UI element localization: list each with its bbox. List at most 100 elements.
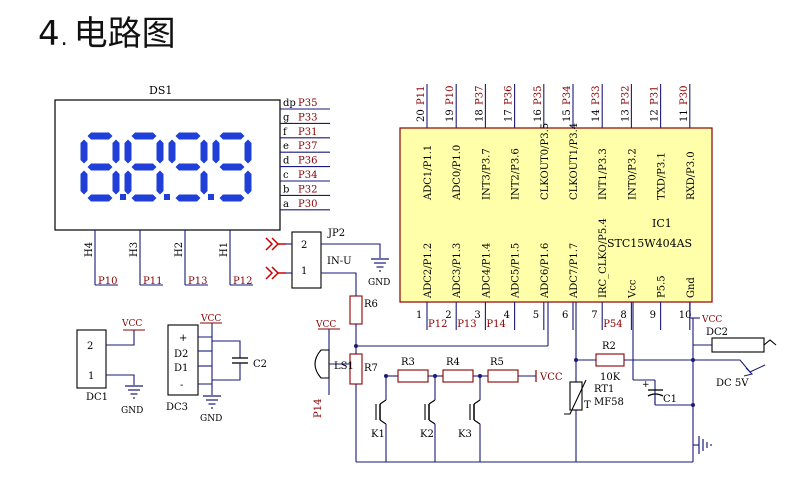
segment-e xyxy=(80,170,88,195)
power-section: + C1 VCC DC2 DC 5V xyxy=(632,302,777,462)
segment-port: P32 xyxy=(298,184,317,195)
title-text: 电路图 xyxy=(73,14,176,54)
decimal-point xyxy=(164,194,170,200)
segment-c xyxy=(244,170,252,195)
decimal-point xyxy=(120,194,126,200)
segment-a xyxy=(219,132,245,140)
jp2-pin2-label: 2 xyxy=(301,240,307,251)
jp2-pin1-label: 1 xyxy=(301,266,307,277)
microphone-ls1-icon xyxy=(314,349,330,379)
thermistor-rt1 xyxy=(569,381,583,411)
segment-pin-f: f P31 xyxy=(280,127,330,139)
segment-c xyxy=(112,170,120,195)
ic1-ref: IC1 xyxy=(652,217,672,230)
r2-value: 10K xyxy=(600,372,621,383)
pin-number: 9 xyxy=(650,310,656,321)
ic1-chip: 20P1119P1018P3717P3616P3515P3414P3313P32… xyxy=(399,84,713,330)
segment-a xyxy=(87,132,113,140)
pin-function: ADC7/P1.7 xyxy=(569,243,580,299)
page-title: 4.电路图 xyxy=(38,6,176,55)
title-number: 4 xyxy=(38,14,60,54)
pin-function: INT2/P3.6 xyxy=(511,148,522,200)
pin-number: 11 xyxy=(679,109,690,122)
segment-c xyxy=(200,170,208,195)
r5-label: R5 xyxy=(490,357,504,368)
pin-function: ADC1/P1.1 xyxy=(423,145,434,201)
segment-a xyxy=(131,132,157,140)
segment-b xyxy=(112,139,120,164)
ls1-label: LS1 xyxy=(334,361,354,372)
pin-function: INT3/P3.7 xyxy=(481,148,492,200)
r6-label: R6 xyxy=(364,299,378,310)
dc2-jack xyxy=(711,337,765,353)
pin-function: INT1/P3.3 xyxy=(598,148,609,200)
ic-pin-9: 9 xyxy=(650,302,662,330)
pin-function: CLKOUT1/P3.4 xyxy=(569,123,580,200)
pin-port: P14 xyxy=(486,319,505,330)
connector-dc3: + D2 D1 - DC3 VCC C2 GND xyxy=(166,314,267,424)
resistor-r2 xyxy=(595,353,625,367)
rt1-label: RT1 xyxy=(594,384,614,395)
segment-d xyxy=(131,194,157,202)
digit-1 xyxy=(80,132,126,202)
segment-name: g xyxy=(283,112,290,123)
pin-number: 8 xyxy=(620,310,626,321)
c1-label: C1 xyxy=(663,394,677,405)
segment-port: P34 xyxy=(298,170,317,181)
gnd-label-jp2: GND xyxy=(368,278,390,288)
button-k3: K3 xyxy=(458,399,481,462)
dc1-pin1: 1 xyxy=(88,371,94,382)
segment-port: P31 xyxy=(298,127,317,138)
dc3-plus: + xyxy=(179,333,187,344)
segment-name: c xyxy=(283,170,289,181)
segment-f xyxy=(212,139,220,164)
pin-number: 6 xyxy=(562,310,568,321)
pin-number: 19 xyxy=(445,109,456,122)
pin-function: RXD/P3.0 xyxy=(686,151,697,200)
common-name: H3 xyxy=(129,242,140,257)
vcc-label-r5: VCC xyxy=(539,372,563,383)
vcc-label-dc3: VCC xyxy=(200,314,221,324)
jumper-jp2: JP2 2 1 IN-U GND xyxy=(265,228,390,296)
pin-port: P54 xyxy=(603,319,622,330)
r2-label: R2 xyxy=(602,341,616,352)
common-name: H1 xyxy=(219,242,230,257)
common-port: P10 xyxy=(98,276,117,287)
c2-label: C2 xyxy=(253,359,267,370)
pin-number: 18 xyxy=(474,109,485,122)
ground-icon xyxy=(698,436,712,454)
button-k1: K1 xyxy=(371,399,387,462)
resistor-r4 xyxy=(442,369,474,383)
input-arrow-icon xyxy=(265,237,286,280)
thermistor-t: T xyxy=(584,400,591,411)
mf58-label: MF58 xyxy=(594,397,624,408)
display-body xyxy=(54,99,281,231)
c1-plus: + xyxy=(642,380,650,390)
segment-port: P36 xyxy=(298,156,317,167)
pin-number: 4 xyxy=(504,310,510,321)
pin-port: P30 xyxy=(679,86,690,105)
resistor-r6 xyxy=(349,295,363,325)
pin-port: P35 xyxy=(533,86,544,105)
segment-name: dp xyxy=(283,98,296,109)
pin-port: P10 xyxy=(445,86,456,105)
dc3-label: DC3 xyxy=(166,402,188,413)
pin-function: P5.5 xyxy=(657,275,668,298)
pin-function: ADC5/P1.5 xyxy=(511,243,522,299)
segment-name: f xyxy=(283,127,288,138)
pin-function: ADC6/P1.6 xyxy=(540,243,551,299)
dc1-body xyxy=(76,329,107,389)
